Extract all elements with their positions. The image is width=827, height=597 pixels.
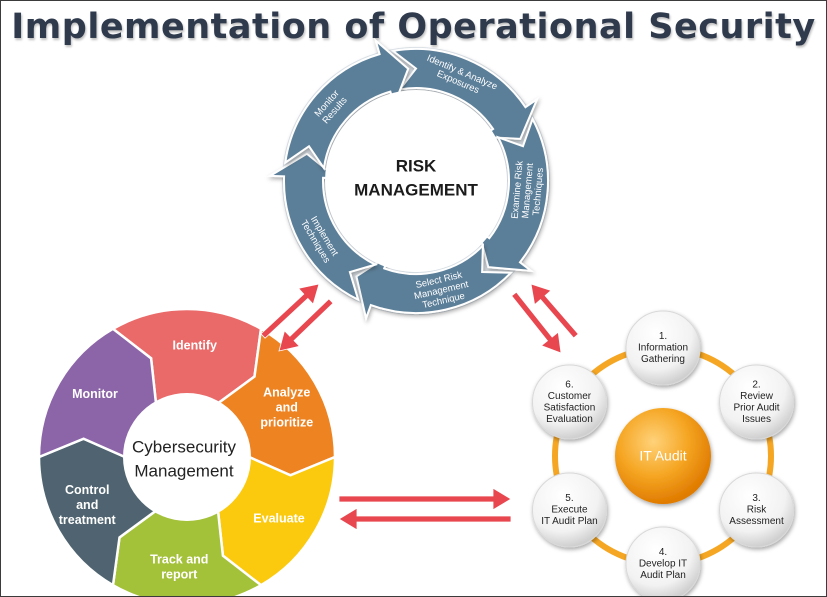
audit-step-label-line: 6. [565, 379, 573, 390]
cybersecurity-management-wheel: IdentifyAnalyzeandprioritizeEvaluateTrac… [37, 307, 337, 596]
audit-step-label-line: Execute [551, 505, 588, 516]
cyber-segment-label-line: Monitor [72, 387, 118, 401]
audit-step-label-line: Customer [548, 391, 592, 402]
cyber-center-title: Management [134, 461, 234, 480]
cyber-segment-label-line: Analyze [263, 386, 310, 400]
cyber-center-title: Cybersecurity [132, 437, 236, 456]
audit-step-label-line: 5. [565, 493, 573, 504]
risk-arrow-segment [283, 37, 410, 171]
cyber-center-disc [123, 393, 251, 521]
audit-step-label-line: Risk [747, 505, 767, 516]
audit-step-node [719, 364, 795, 440]
audit-step-label-line: Issues [742, 414, 771, 425]
audit-step-label-line: 3. [752, 493, 760, 504]
cyber-segment-label: Identify [173, 339, 217, 353]
audit-step-node [531, 472, 607, 548]
audit-step-label-line: Gathering [641, 354, 685, 365]
arrow-cyber-to-audit-shape [338, 487, 512, 511]
audit-step-label-line: 1. [659, 331, 667, 342]
risk-center-disc [325, 90, 507, 272]
audit-step-label-line: Audit Plan [640, 570, 686, 581]
audit-step-label-line: 4. [659, 547, 667, 558]
audit-center-label: IT Audit [639, 448, 686, 464]
risk-center-title: RISK [396, 156, 437, 175]
audit-step-node [531, 364, 607, 440]
cyber-segment-label: Evaluate [253, 511, 304, 525]
arrow-audit-to-risk-shape [530, 283, 579, 339]
arrow-audit-to-cyber [338, 507, 512, 531]
audit-center-circle [615, 408, 711, 504]
cyber-segment-label-line: report [161, 568, 198, 582]
audit-step-node [625, 526, 701, 596]
risk-arrow-segment [390, 48, 540, 140]
audit-step-label-line: 2. [752, 379, 760, 390]
arrow-risk-to-audit-shape [511, 291, 562, 354]
audit-step-label-line: IT Audit Plan [541, 516, 598, 527]
cyber-segment-label-line: prioritize [260, 416, 313, 430]
risk-arrow-segment [355, 243, 514, 322]
arrow-risk-to-cyber [278, 298, 334, 352]
risk-step-label-line: Examine Risk [510, 160, 526, 219]
cyber-segment-label-line: and [76, 498, 98, 512]
audit-step-label-line: Satisfaction [544, 402, 596, 413]
risk-arrow-segment [266, 152, 378, 302]
page-title: Implementation of Operational Security [11, 7, 816, 47]
audit-step-label-line: Information [638, 343, 688, 354]
risk-center-title: MANAGEMENT [354, 180, 478, 199]
arrow-risk-to-cyber-shape [278, 298, 334, 352]
risk-arrow-segment [476, 116, 549, 273]
cyber-segment-label-line: Control [65, 483, 109, 497]
arrow-cyber-to-audit [338, 487, 512, 511]
risk-step-label-line: Techniques [531, 167, 546, 216]
audit-step-label-line: Review [740, 391, 774, 402]
connector-arrows [260, 283, 579, 531]
risk-step-label-line: Management [520, 162, 536, 219]
audit-step-label-line: Evaluation [546, 414, 593, 425]
arrow-audit-to-risk [530, 283, 579, 339]
arrow-cyber-to-risk-shape [260, 283, 320, 339]
cyber-segment-label-line: Evaluate [253, 511, 304, 525]
arrow-risk-to-audit [511, 291, 562, 354]
cyber-segment-label: Monitor [72, 387, 118, 401]
audit-step-label-line: Prior Audit [733, 402, 779, 413]
arrow-audit-to-cyber-shape [338, 507, 512, 531]
audit-step-label-line: Assessment [729, 516, 784, 527]
cyber-segment-label-line: Track and [150, 553, 208, 567]
cyber-segment-label-line: Identify [173, 339, 217, 353]
cyber-segment-label-line: treatment [59, 513, 117, 527]
audit-step-node [625, 310, 701, 386]
cyber-segment-label-line: and [276, 401, 298, 415]
audit-step-label-line: Develop IT [639, 559, 687, 570]
audit-step-node [719, 472, 795, 548]
arrow-cyber-to-risk [260, 283, 320, 339]
